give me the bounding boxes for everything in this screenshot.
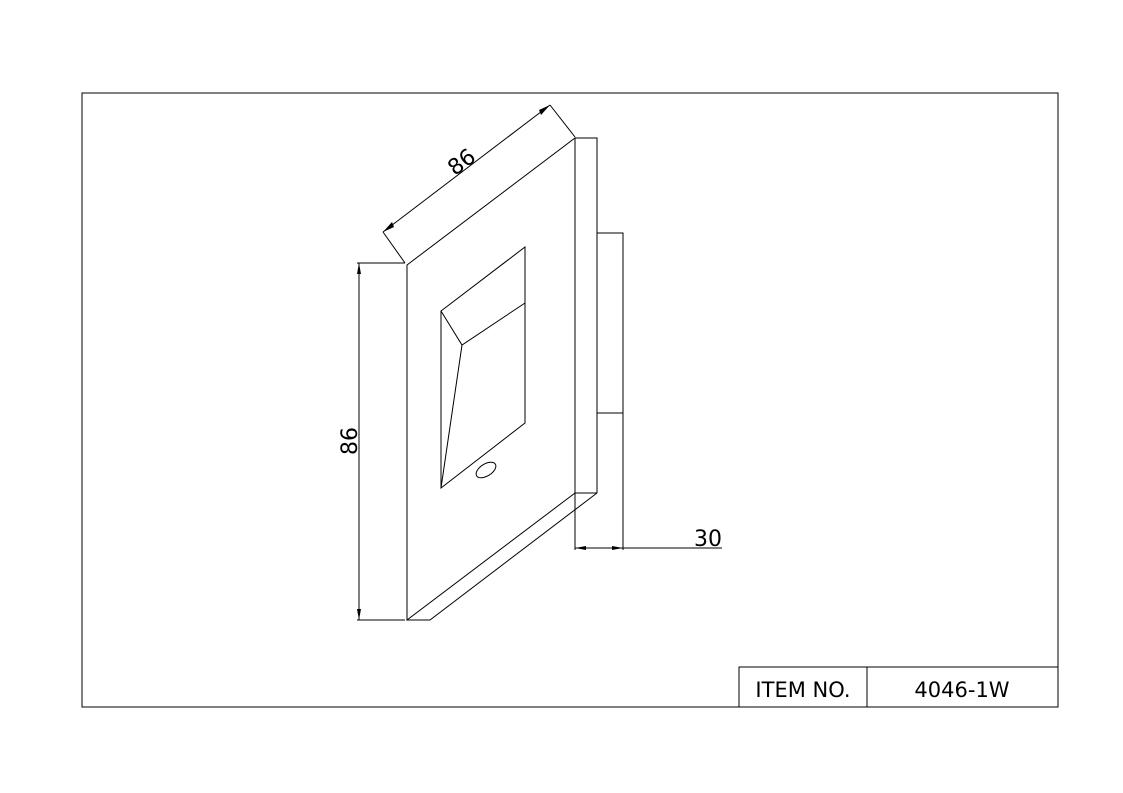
front-face: [406, 136, 576, 622]
item-number-label: ITEM NO.: [755, 678, 850, 702]
depth-dimension-label: 30: [694, 527, 722, 552]
rocker-top: [440, 302, 526, 346]
rocker-edge: [440, 344, 463, 489]
dimension-depth: 30: [574, 320, 722, 552]
dimension-height: 86: [338, 262, 405, 621]
width-dimension-label: 86: [443, 144, 480, 181]
back-box: [597, 232, 624, 414]
side-edge: [575, 137, 598, 493]
dimension-width: 86: [382, 104, 576, 264]
switch-opening: [440, 245, 526, 490]
title-block: ITEM NO. 4046-1W: [738, 666, 1059, 708]
item-number-value: 4046-1W: [914, 678, 1009, 702]
height-dimension-label: 86: [338, 427, 363, 455]
indicator-light: [475, 461, 497, 479]
bottom-edge: [407, 492, 598, 621]
drawing-border: [81, 92, 1059, 708]
